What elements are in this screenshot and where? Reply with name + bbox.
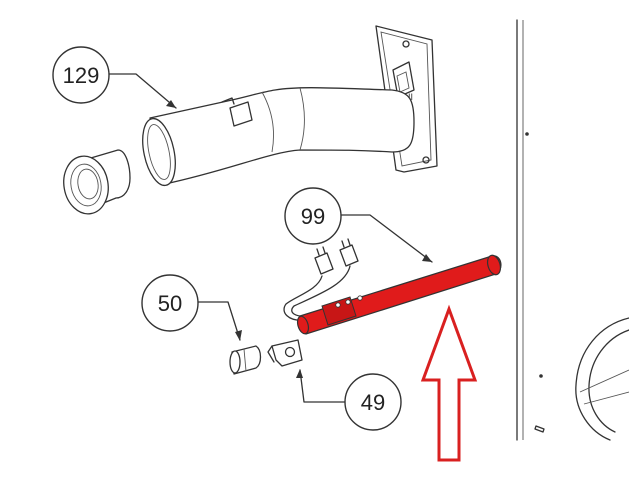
part-49-bracket (267, 339, 303, 367)
callout-50: 50 (141, 274, 199, 332)
callout-129-label: 129 (63, 63, 100, 88)
callout-49: 49 (344, 373, 402, 431)
part-99-heater-rod (283, 238, 502, 335)
callout-99: 99 (284, 187, 342, 245)
callout-129: 129 (52, 46, 110, 104)
svg-text:II: II (408, 92, 413, 102)
leader-lines (108, 73, 433, 403)
callout-99-label: 99 (301, 204, 325, 229)
callout-49-label: 49 (361, 390, 385, 415)
part-129-tube-assembly: II (142, 25, 438, 187)
arrow-up-outline-icon (420, 304, 478, 462)
bushing-sleeve (63, 149, 131, 215)
part-50-clip (229, 345, 262, 375)
housing-frame (516, 19, 629, 441)
callout-50-label: 50 (158, 291, 182, 316)
